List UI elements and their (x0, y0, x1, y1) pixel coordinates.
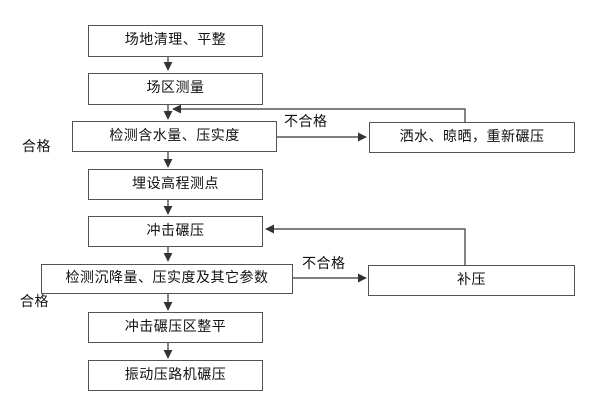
node-impact-rolling: 冲击碾压 (88, 216, 263, 247)
edge-label-pass-1: 合格 (22, 140, 51, 155)
edge-feedback-supplementary-to-impact (265, 224, 466, 265)
node-supplementary-rolling: 补压 (368, 265, 575, 296)
node-site-survey: 场区测量 (88, 73, 263, 105)
node-moisture-test: 检测含水量、压实度 (72, 121, 277, 152)
node-area-leveling: 冲击碾压区整平 (88, 312, 263, 343)
node-settlement-test: 检测沉降量、压实度及其它参数 (41, 264, 293, 294)
node-sprinkle-rework: 洒水、晾晒，重新碾压 (369, 122, 575, 153)
edge-label-fail-1: 不合格 (284, 115, 328, 130)
node-elevation-points: 埋设高程测点 (88, 169, 263, 200)
node-vibratory-rolling: 振动压路机碾压 (88, 360, 263, 391)
edge-label-pass-2: 合格 (20, 295, 49, 310)
edge-label-fail-2: 不合格 (302, 257, 346, 272)
node-site-clearing: 场地清理、平整 (88, 25, 263, 57)
